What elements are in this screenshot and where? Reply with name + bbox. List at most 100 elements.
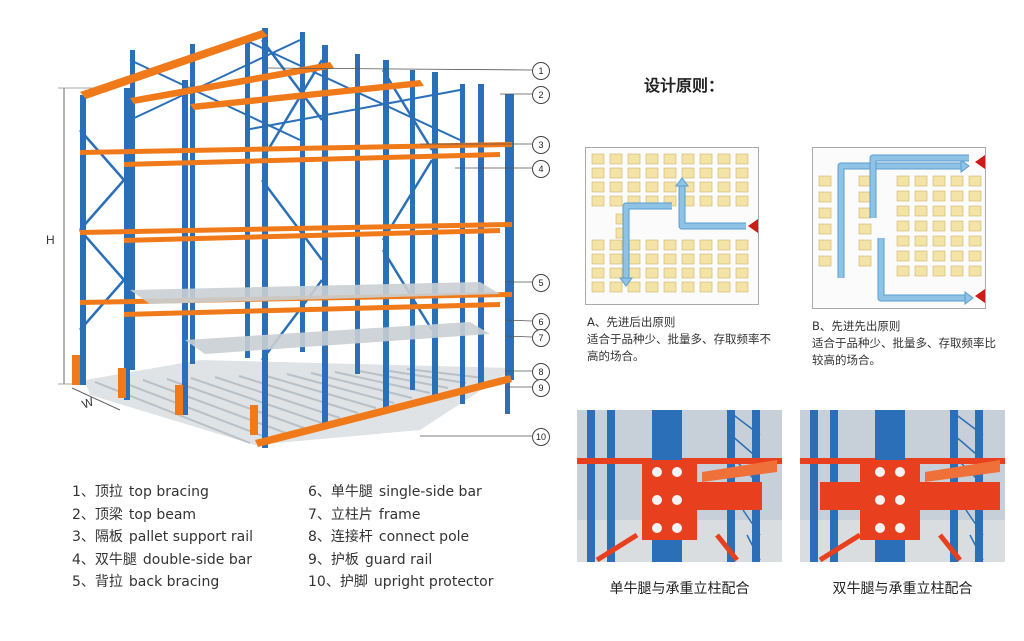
pallet-cell [645, 267, 659, 279]
callout-6: 6 [532, 313, 550, 331]
bolt-hole [875, 523, 885, 533]
pallet-cell [609, 195, 623, 207]
pallet-cell [717, 253, 731, 265]
pallet-cell [681, 253, 695, 265]
pallet-cell [717, 267, 731, 279]
pallet-cell [609, 181, 623, 193]
pallet-cell [735, 181, 749, 193]
pallet-cell [968, 220, 982, 232]
pallet-cell [896, 235, 910, 247]
arrow-head [619, 277, 633, 287]
principle-a-desc: 适合于品种少、批量多、存取频率不高的场合。 [587, 332, 771, 363]
upright [432, 72, 438, 398]
principle-b-title: B、先进先出原则 [812, 319, 901, 333]
upright [124, 88, 130, 400]
pallet-cell [932, 190, 946, 202]
pallet-cell [663, 267, 677, 279]
pallet-cell [699, 153, 713, 165]
pallet-cell [818, 255, 832, 267]
pallet-cell [681, 167, 695, 179]
pallet-cell [699, 281, 713, 293]
pallet-cell [699, 267, 713, 279]
pallet-support-rail [124, 302, 500, 317]
pallet-cell [735, 239, 749, 251]
pallet-deck [130, 282, 500, 304]
pallet-cell [717, 195, 731, 207]
bolt-hole [672, 523, 682, 533]
bolt-hole [652, 467, 662, 477]
width-dimension-line [71, 387, 121, 411]
entry-marker [748, 219, 758, 233]
pallet-cell [932, 265, 946, 277]
pallet-deck [185, 322, 490, 354]
pallet-cell [914, 220, 928, 232]
pallet-cell [896, 265, 910, 277]
pallet-cell [609, 239, 623, 251]
pallet-cell [950, 220, 964, 232]
pallet-cell [896, 250, 910, 262]
pallet-cell [968, 175, 982, 187]
pallet-cell [627, 167, 641, 179]
bolt-hole [672, 467, 682, 477]
upright [130, 50, 135, 370]
pallet-cell [896, 175, 910, 187]
principle-b-caption: B、先进先出原则 适合于品种少、批量多、存取频率比较高的场合。 [812, 318, 1002, 369]
entry-marker [975, 289, 985, 303]
pallet-cell [950, 190, 964, 202]
bolt-hole [875, 495, 885, 505]
pallet-cell [914, 235, 928, 247]
pallet-cell [627, 267, 641, 279]
bolt-hole [672, 495, 682, 505]
pallet-cell [627, 281, 641, 293]
height-dimension-label: H [46, 233, 55, 247]
pallet-cell [858, 223, 872, 235]
callout-7: 7 [532, 329, 550, 347]
pallet-cell [609, 153, 623, 165]
pallet-cell [663, 167, 677, 179]
pallet-cell [627, 181, 641, 193]
pallet-cell [932, 220, 946, 232]
pallet-cell [681, 267, 695, 279]
pallet-cell [609, 253, 623, 265]
pallet-cell [818, 239, 832, 251]
pallet-cell [645, 239, 659, 251]
bracing [79, 229, 125, 281]
pallet-cell [858, 207, 872, 219]
arrow-head [964, 291, 974, 305]
lifo-flow-diagram [591, 153, 758, 293]
bolt-hole [895, 523, 905, 533]
pallet-cell [950, 250, 964, 262]
pallet-cell [717, 181, 731, 193]
upright-protector [175, 385, 183, 415]
callout-10: 10 [532, 428, 550, 446]
pallet-cell [735, 153, 749, 165]
pallet-cell [932, 235, 946, 247]
upright-protector [72, 355, 80, 385]
pallet-cell [663, 281, 677, 293]
double-side-bar-caption: 双牛腿与承重立柱配合 [832, 581, 973, 597]
single-side-bar-caption: 单牛腿与承重立柱配合 [609, 581, 750, 597]
pallet-cell [609, 267, 623, 279]
pallet-cell [645, 253, 659, 265]
principle-b-desc: 适合于品种少、批量多、存取频率比较高的场合。 [812, 336, 996, 367]
diagram-lifo [585, 147, 759, 305]
pallet-cell [950, 205, 964, 217]
pallet-cell [735, 167, 749, 179]
top-beam [80, 30, 268, 99]
callout-leader [267, 67, 533, 71]
guard-rail [255, 375, 512, 447]
pallet-cell [627, 239, 641, 251]
double-side-bar [820, 460, 1000, 540]
entry-marker [975, 155, 985, 169]
top-beam [130, 62, 334, 104]
upright [300, 32, 305, 352]
callout-9: 9 [532, 379, 550, 397]
principle-a-caption: A、先进后出原则 适合于品种少、批量多、存取频率不高的场合。 [587, 314, 777, 365]
